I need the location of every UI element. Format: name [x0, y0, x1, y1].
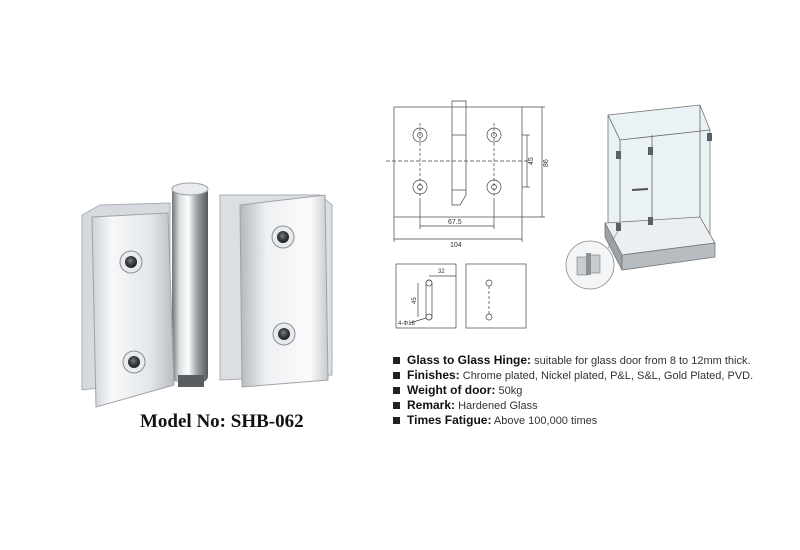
dim-67-5-label: 67.5	[448, 219, 462, 226]
hinge-product-image	[81, 182, 333, 408]
spec-item-remark: Remark: Hardened Glass	[393, 399, 783, 413]
bullet-icon	[393, 402, 400, 409]
spec-item-finishes: Finishes: Chrome plated, Nickel plated, …	[393, 369, 783, 383]
bullet-icon	[393, 417, 400, 424]
spec-item-fatigue: Times Fatigue: Above 100,000 times	[393, 414, 783, 428]
bullet-icon	[393, 357, 400, 364]
dim-32-label: 32	[438, 269, 445, 275]
technical-drawing-cutouts: 32 45 4-Φ16	[395, 263, 527, 329]
model-number-label: Model No: SHB-062	[140, 411, 304, 432]
dim-45b-label: 45	[412, 297, 418, 304]
bullet-icon	[393, 372, 400, 379]
spec-list: Glass to Glass Hinge: suitable for glass…	[393, 354, 783, 429]
technical-drawing-front: 45 86 67.5 104	[386, 100, 550, 249]
dim-holes-label: 4-Φ16	[398, 321, 415, 327]
dim-45-label: 45	[528, 157, 535, 165]
spec-item-hinge: Glass to Glass Hinge: suitable for glass…	[393, 354, 783, 368]
bullet-icon	[393, 387, 400, 394]
dim-104-label: 104	[450, 242, 462, 249]
shower-enclosure-illustration-icon	[565, 104, 716, 290]
spec-item-weight: Weight of door: 50kg	[393, 384, 783, 398]
dim-86-label: 86	[543, 159, 550, 167]
